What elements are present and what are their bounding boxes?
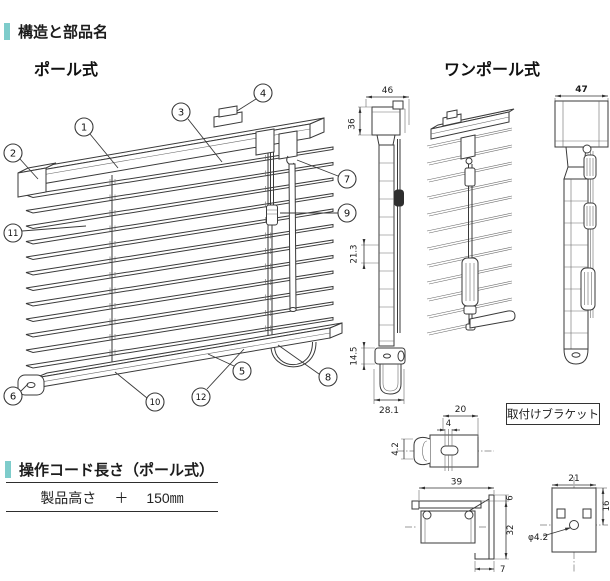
tilter-and-cord-lock xyxy=(255,128,298,160)
dim-21: 21 xyxy=(568,474,579,484)
dim-46: 46 xyxy=(382,86,394,96)
one-pole-side-view: 47 xyxy=(554,85,609,365)
callout-3: 3 xyxy=(171,102,223,163)
section-heading-text: 構造と部品名 xyxy=(18,24,109,41)
dim-14-5: 14.5 xyxy=(350,347,360,366)
ladder-tape-left xyxy=(109,175,116,367)
bottom-rail xyxy=(17,322,343,396)
bracket-section-view: 39 6 32 7 xyxy=(405,478,516,575)
callout-12-number: 12 xyxy=(196,393,207,403)
operating-pole xyxy=(286,155,297,312)
dim-39: 39 xyxy=(451,478,463,488)
dim-16: 16 xyxy=(602,501,610,512)
callout-11: 11 xyxy=(3,223,87,243)
callout-1-number: 1 xyxy=(81,123,87,134)
product-height-label: 製品高さ xyxy=(40,490,97,506)
plus-operator: ＋ xyxy=(114,490,129,506)
callout-10: 10 xyxy=(114,371,165,412)
pole-bottom-holder xyxy=(374,347,406,365)
callout-4-number: 4 xyxy=(260,89,266,100)
callout-5-number: 5 xyxy=(239,367,245,378)
dim-21-3: 21.3 xyxy=(350,245,360,264)
cord-length-heading: 操作コード長さ（ポール式） xyxy=(5,459,214,480)
callout-9-number: 9 xyxy=(344,209,350,220)
one-pole xyxy=(460,134,479,331)
pole-type-side-view: 46 36 21.3 14.5 xyxy=(348,86,410,416)
one-pole-blind-small-view xyxy=(426,108,516,336)
cord-grip xyxy=(394,189,404,207)
dim-36: 36 xyxy=(348,118,358,130)
one-pole-type-label: ワンポール式 xyxy=(444,62,541,79)
callout-1: 1 xyxy=(74,117,119,169)
bracket-top-view: 20 4 4.2 xyxy=(391,405,494,471)
callout-7-number: 7 xyxy=(344,175,350,186)
callout-4: 4 xyxy=(236,83,273,112)
callout-9: 9 xyxy=(280,203,357,223)
headrail-bracket xyxy=(213,105,243,128)
dim-4: 4 xyxy=(446,419,451,429)
pole-side xyxy=(376,134,404,347)
table-bottom-rule xyxy=(6,511,218,512)
cord-tassel xyxy=(266,204,278,226)
pole-type-label: ポール式 xyxy=(34,62,99,79)
dim-32: 32 xyxy=(506,525,516,536)
section-heading: 構造と部品名 xyxy=(4,21,108,42)
dim-47: 47 xyxy=(575,85,588,95)
cord-loop-side xyxy=(379,364,402,395)
callout-5: 5 xyxy=(207,353,252,381)
callout-6: 6 xyxy=(3,383,29,406)
bracket-front-view: 21 16 φ4.2 xyxy=(528,474,610,573)
accent-bar-2 xyxy=(5,461,11,478)
callout-2: 2 xyxy=(3,143,39,180)
slats xyxy=(25,146,334,369)
cord-length-heading-text: 操作コード長さ（ポール式） xyxy=(19,462,215,479)
bottom-rail-small xyxy=(469,310,516,329)
cord-length-value: 150㎜ xyxy=(146,490,184,506)
pole-joint xyxy=(464,167,476,187)
dim-4-2: 4.2 xyxy=(391,442,401,456)
callout-12: 12 xyxy=(191,348,245,407)
headrail-profile xyxy=(371,100,406,136)
dim-7: 7 xyxy=(500,565,505,575)
dim-20: 20 xyxy=(455,405,467,415)
dim-6: 6 xyxy=(506,495,516,500)
cord-length-row: 製品高さ ＋ 150㎜ xyxy=(6,488,218,508)
table-top-rule xyxy=(6,482,218,483)
callout-10-number: 10 xyxy=(150,398,161,408)
headrail-cross-section xyxy=(405,500,487,544)
bracket-front-plate xyxy=(551,487,597,553)
callout-8-number: 8 xyxy=(325,373,331,384)
headrail-profile-one-pole xyxy=(554,100,609,148)
dim-hole-dia: φ4.2 xyxy=(528,533,548,543)
accent-bar xyxy=(4,23,10,40)
callout-7: 7 xyxy=(296,159,357,189)
cords-and-grips xyxy=(580,151,597,318)
mounting-bracket-label: 取付けブラケット xyxy=(506,403,600,425)
callout-2-number: 2 xyxy=(10,149,16,160)
screw-hole xyxy=(569,520,579,530)
headrail-small xyxy=(430,108,515,140)
dim-28-1: 28.1 xyxy=(379,406,399,416)
pole-type-blind-diagram: 1 2 3 4 5 6 7 8 9 10 11 12 xyxy=(3,83,357,412)
mounting-bracket-label-text: 取付けブラケット xyxy=(507,409,599,421)
callout-8: 8 xyxy=(277,344,338,387)
bracket-body-top xyxy=(413,429,479,471)
callout-6-number: 6 xyxy=(10,392,16,403)
callout-3-number: 3 xyxy=(178,108,184,119)
callout-11-number: 11 xyxy=(8,229,19,239)
pole-column xyxy=(563,166,589,365)
ladder-tape-right xyxy=(265,142,271,338)
